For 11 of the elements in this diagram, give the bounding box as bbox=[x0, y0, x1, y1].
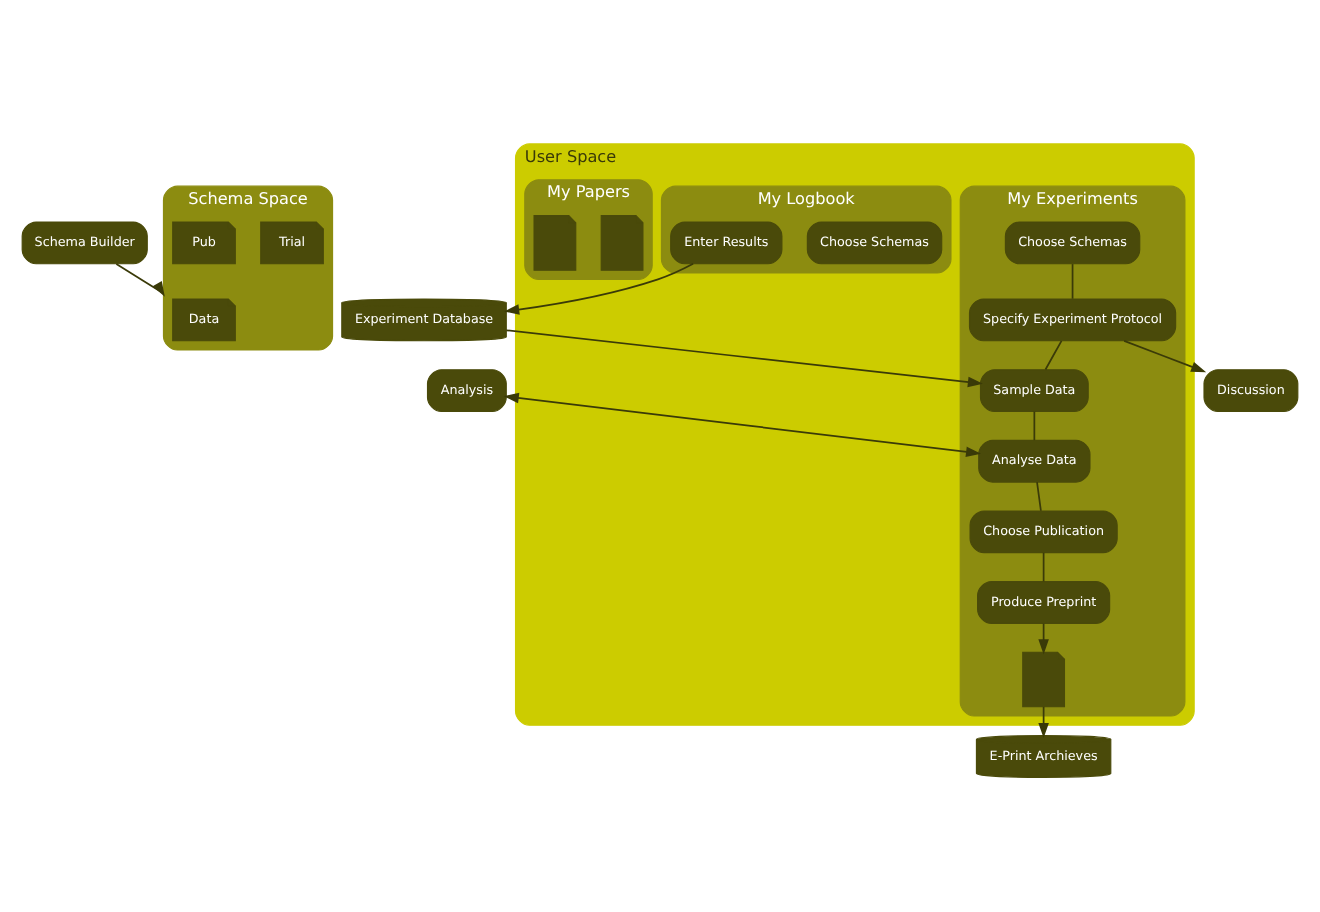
arrow bbox=[505, 329, 983, 388]
arrow bbox=[503, 392, 982, 458]
arrow bbox=[504, 262, 694, 315]
cluster: My Papers bbox=[524, 179, 653, 280]
arrow bbox=[1123, 340, 1207, 373]
connector bbox=[1033, 410, 1036, 441]
connector bbox=[1044, 340, 1063, 371]
arrow bbox=[115, 263, 165, 297]
connector bbox=[1071, 263, 1074, 300]
connector bbox=[1042, 551, 1045, 583]
connector bbox=[1036, 481, 1042, 512]
